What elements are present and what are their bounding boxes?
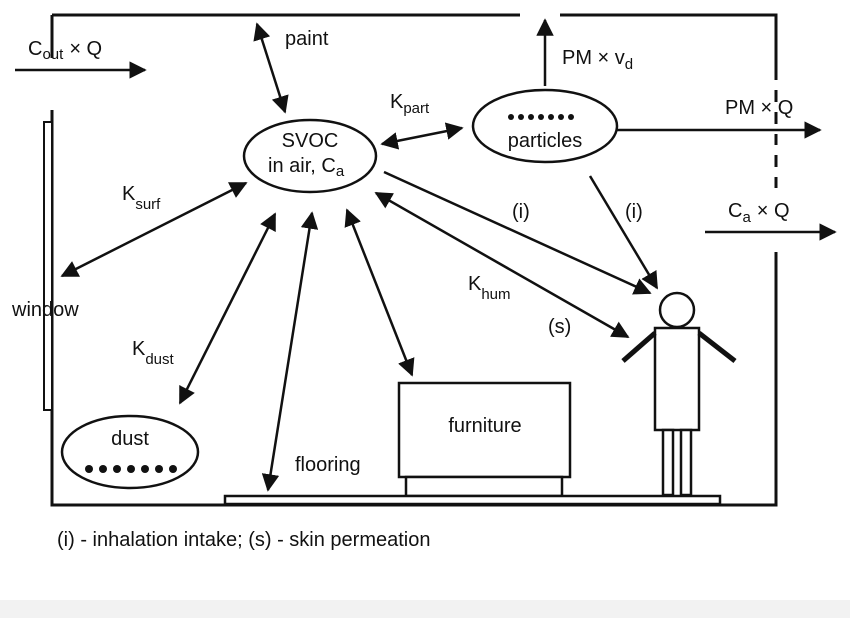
dust-dots <box>85 465 177 473</box>
particles-ellipse <box>471 88 619 164</box>
inhalation-label-2: (i) <box>625 201 643 223</box>
flooring-strip <box>223 494 722 506</box>
window-frame <box>43 121 53 411</box>
flooring-label: flooring <box>295 454 361 476</box>
svoc-label-line1: SVOC <box>282 130 339 152</box>
k-hum-arrow <box>374 191 630 339</box>
particle-dots <box>508 114 574 120</box>
furniture-label: furniture <box>448 415 521 437</box>
k-dust-label: Kdust <box>132 338 175 368</box>
caption: (i) - inhalation intake; (s) - skin perm… <box>57 529 430 551</box>
pm-vd-label: PM × vd <box>562 47 633 73</box>
k-part-arrow <box>380 122 464 150</box>
k-surf-arrow <box>60 181 248 278</box>
paint-arrow <box>253 22 289 114</box>
k-hum-label: Khum <box>468 273 511 303</box>
svoc-label-line2: in air, Ca <box>268 155 345 180</box>
k-dust-arrow <box>178 212 277 405</box>
dust-label: dust <box>111 428 149 450</box>
k-surf-label: Ksurf <box>122 183 161 213</box>
skin-label: (s) <box>548 316 571 338</box>
human-figure <box>621 291 737 497</box>
inhalation-label-1: (i) <box>512 201 530 223</box>
dust-ellipse <box>60 414 200 490</box>
particles-label: particles <box>508 130 582 152</box>
svoc-ellipse <box>242 118 378 194</box>
c-out-label: Cout× Q <box>28 38 102 63</box>
k-part-label: Kpart <box>390 91 430 117</box>
paint-label: paint <box>285 28 329 50</box>
furniture-box <box>397 381 572 498</box>
pm-q-label: PM × Q <box>725 97 793 119</box>
ca-q-label: Ca× Q <box>728 200 790 226</box>
window-label: window <box>11 299 79 321</box>
bottom-band <box>0 600 850 618</box>
flooring-arrow <box>261 211 319 492</box>
furniture-arrow <box>344 208 415 377</box>
